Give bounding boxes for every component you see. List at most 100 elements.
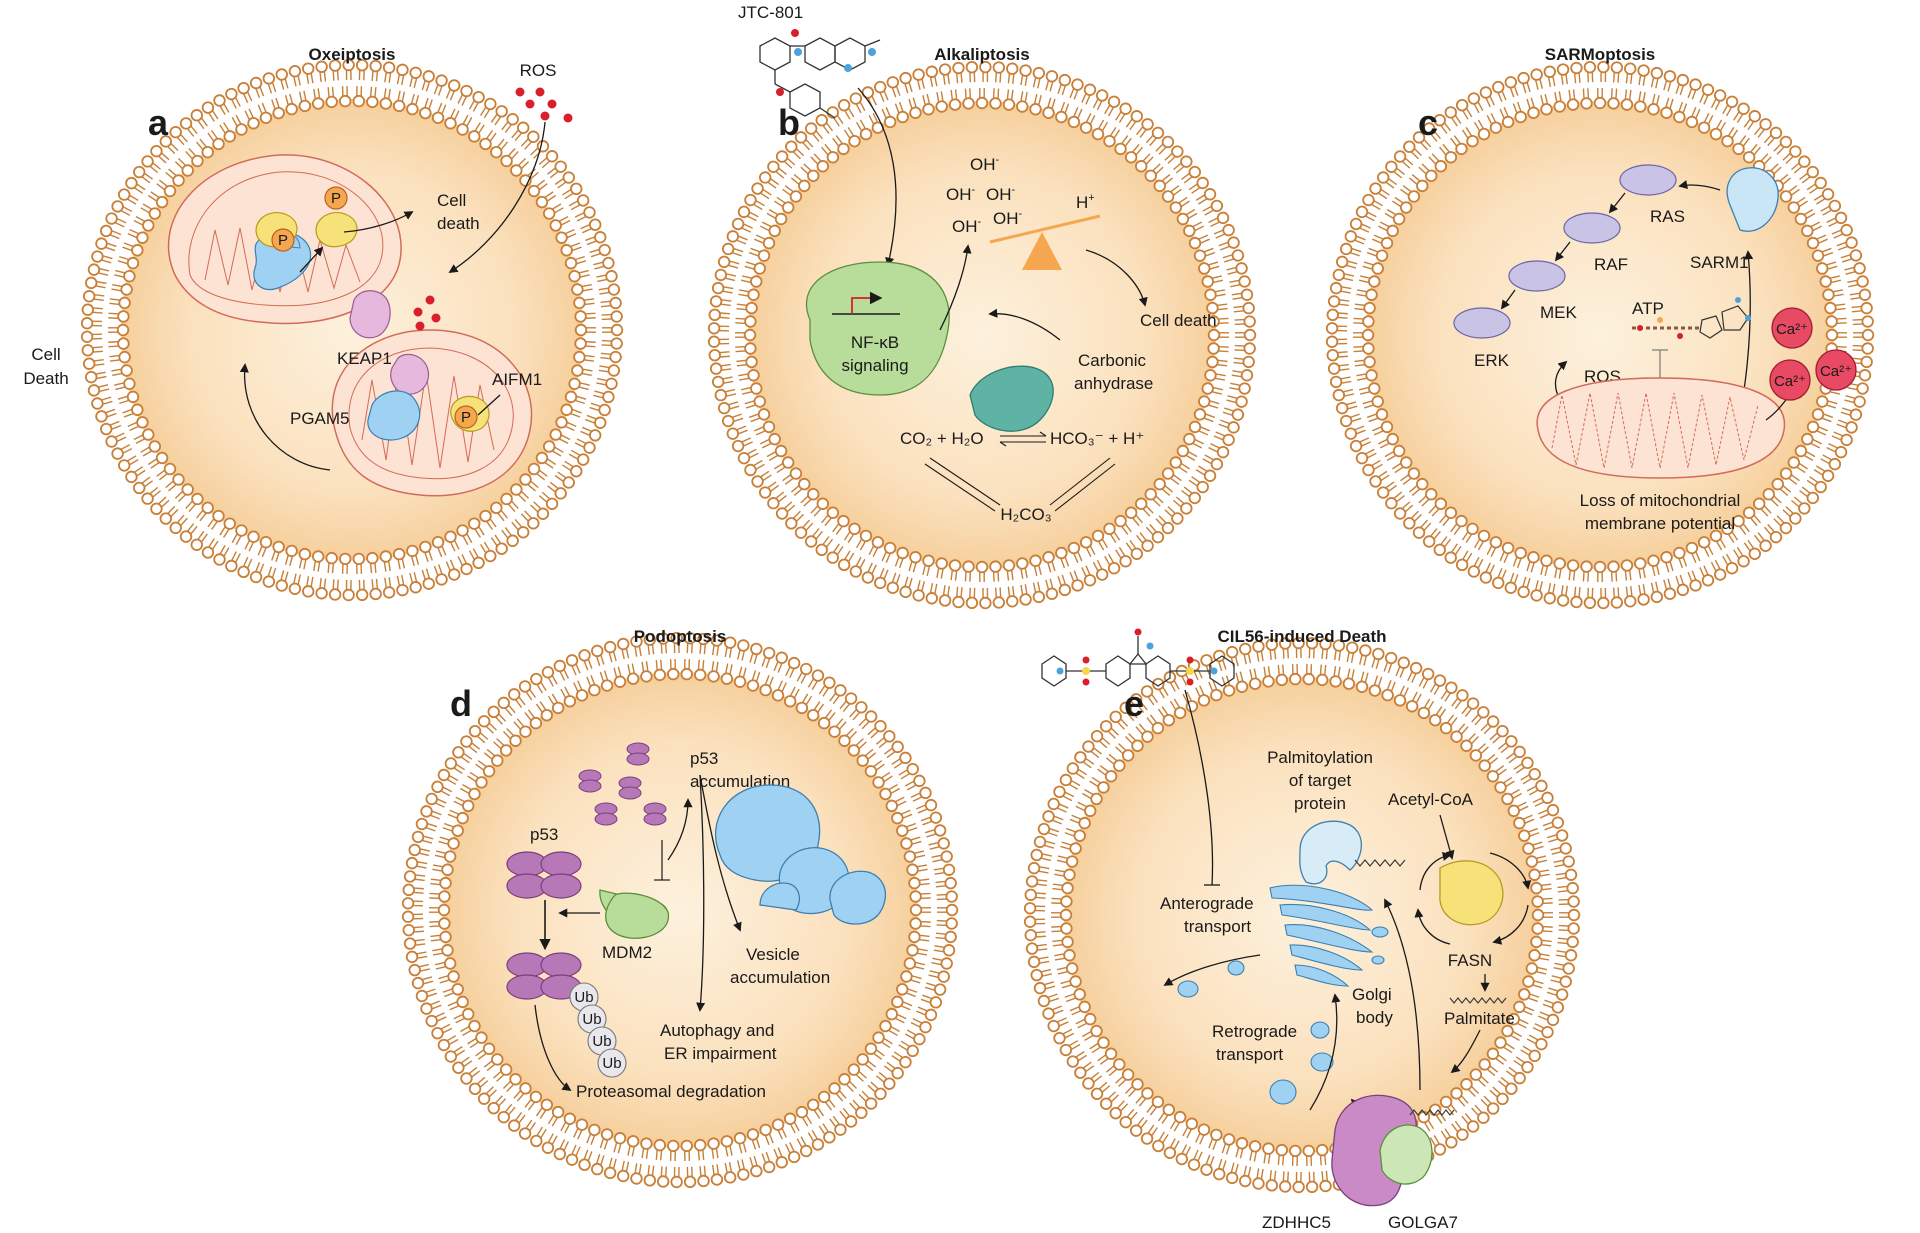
oh-2: OH xyxy=(946,185,972,204)
keap1-protein xyxy=(390,353,430,395)
panel-a-letter: a xyxy=(148,102,169,143)
phospho-circle-2 xyxy=(324,186,348,210)
panel-a-cell-death-2: death xyxy=(437,214,480,233)
panel-d-letter: d xyxy=(450,683,472,724)
svg-text:OH-: OH- xyxy=(986,184,1016,204)
antero-label-1: Anterograde xyxy=(1160,894,1254,913)
phospho-label-2: P xyxy=(331,190,341,207)
panel-a-ros-label: ROS xyxy=(520,61,557,80)
palmitoyl-chain-target xyxy=(1354,859,1406,867)
proton-label: H xyxy=(1076,193,1088,212)
panel-a-title: Oxeiptosis xyxy=(309,45,396,64)
vesicles xyxy=(715,784,887,925)
ub-label-4: Ub xyxy=(602,1055,621,1072)
golgi-label-1: Golgi xyxy=(1352,985,1392,1004)
oh-4: OH xyxy=(952,217,978,236)
jtc801-label: JTC-801 xyxy=(738,3,803,22)
acetyl-label: Acetyl-CoA xyxy=(1388,790,1474,809)
p53-acc-label-1: p53 xyxy=(690,749,718,768)
oh-5-sup: - xyxy=(1019,208,1023,220)
mek-protein xyxy=(1508,260,1566,292)
palm-label-1: Palmitoylation xyxy=(1267,748,1373,767)
erk-protein xyxy=(1453,307,1511,339)
mek-label: MEK xyxy=(1540,303,1578,322)
svg-text:OH-: OH- xyxy=(993,208,1023,228)
loss-label-2: membrane potential xyxy=(1585,514,1735,533)
vesicle-label-1: Vesicle xyxy=(746,945,800,964)
erk-label: ERK xyxy=(1474,351,1510,370)
panel-c: SARMoptosis c RAS RAF MEK ERK SARM1 ATP xyxy=(1418,45,1857,533)
phospho-label-1: P xyxy=(278,232,288,249)
raf-label: RAF xyxy=(1594,255,1628,274)
oh-3-sup: - xyxy=(1012,184,1016,196)
oh-1-sup: - xyxy=(996,154,1000,166)
panel-c-title: SARMoptosis xyxy=(1545,45,1656,64)
loss-label-1: Loss of mitochondrial xyxy=(1580,491,1741,510)
oh-4-sup: - xyxy=(978,216,982,228)
palmitoyl-chain-membrane xyxy=(1409,1109,1455,1116)
panel-d: Podoptosis d p53 accumulation p53 MDM2 xyxy=(450,627,887,1101)
vesicle-label-2: accumulation xyxy=(730,968,830,987)
golgi-label-2: body xyxy=(1356,1008,1393,1027)
autophagy-label-2: ER impairment xyxy=(664,1044,777,1063)
side-label-line1: Cell xyxy=(31,345,60,364)
kinase-cascade xyxy=(1453,164,1677,339)
raf-protein xyxy=(1563,212,1621,244)
ca-label-1: Ca²⁺ xyxy=(1776,321,1808,338)
golga7-protein xyxy=(1379,1124,1433,1185)
panel-b-title: Alkaliptosis xyxy=(934,45,1029,64)
atp-molecule xyxy=(1632,297,1751,339)
nfkb-label-2: signaling xyxy=(841,356,908,375)
atp-label: ATP xyxy=(1632,299,1664,318)
retro-label-2: transport xyxy=(1216,1045,1283,1064)
palmitate-chain xyxy=(1449,997,1507,1004)
antero-label-2: transport xyxy=(1184,917,1251,936)
aifm1-label: AIFM1 xyxy=(492,370,542,389)
carbonic-anhydrase-label-1: Carbonic xyxy=(1078,351,1147,370)
pgam5-protein xyxy=(367,390,421,441)
yellow-protein-right xyxy=(315,212,358,248)
cell-d-membrane xyxy=(401,631,959,1189)
cil56-molecule xyxy=(1041,636,1235,687)
keap1-top-protein xyxy=(349,290,391,339)
phospho-label-3: P xyxy=(461,409,471,426)
panel-b: Alkaliptosis b JTC-801 NF-κB signaling O xyxy=(738,3,1217,524)
equation-bottom: H₂CO₃ xyxy=(1000,505,1051,524)
side-label-line2: Death xyxy=(23,369,68,388)
p53-tetramer xyxy=(506,851,582,899)
fasn-label: FASN xyxy=(1448,951,1492,970)
fasn-protein xyxy=(1439,860,1504,926)
p53-ubiquitinated xyxy=(506,952,582,1000)
svg-text:OH-: OH- xyxy=(952,216,982,236)
ras-label: RAS xyxy=(1650,207,1685,226)
panel-b-letter: b xyxy=(778,102,800,143)
ca-label-2: Ca²⁺ xyxy=(1774,373,1806,390)
transport-vesicles xyxy=(1177,960,1334,1105)
hydroxide-cluster: OH- OH- OH- OH- OH- xyxy=(946,154,1023,236)
balance-beam xyxy=(989,214,1101,244)
equation-left: CO₂ + H₂O xyxy=(900,429,984,448)
ros-dots-top xyxy=(515,87,573,123)
retro-label-1: Retrograde xyxy=(1212,1022,1297,1041)
balance-fulcrum xyxy=(1022,232,1062,270)
panel-e: CIL56-induced Death e Palmitoylation of … xyxy=(1041,627,1532,1232)
autophagy-label-1: Autophagy and xyxy=(660,1021,774,1040)
nfkb-cell-blob xyxy=(805,261,950,396)
ras-protein xyxy=(1619,164,1677,196)
fasn-cycle-arrows xyxy=(1414,851,1532,945)
cell-b-membrane xyxy=(707,60,1257,610)
p53-label: p53 xyxy=(530,825,558,844)
sarm1-protein xyxy=(1726,167,1779,232)
oh-3: OH xyxy=(986,185,1012,204)
proton-sup: + xyxy=(1088,192,1094,204)
oh-5: OH xyxy=(993,209,1019,228)
palm-label-2: of target xyxy=(1289,771,1352,790)
ros-dots-inside xyxy=(413,295,441,331)
svg-text:H+: H+ xyxy=(1076,192,1095,212)
panel-b-cell-death: Cell death xyxy=(1140,311,1217,330)
svg-text:OH-: OH- xyxy=(946,184,976,204)
ca-label-3: Ca²⁺ xyxy=(1820,363,1852,380)
oh-1: OH xyxy=(970,155,996,174)
